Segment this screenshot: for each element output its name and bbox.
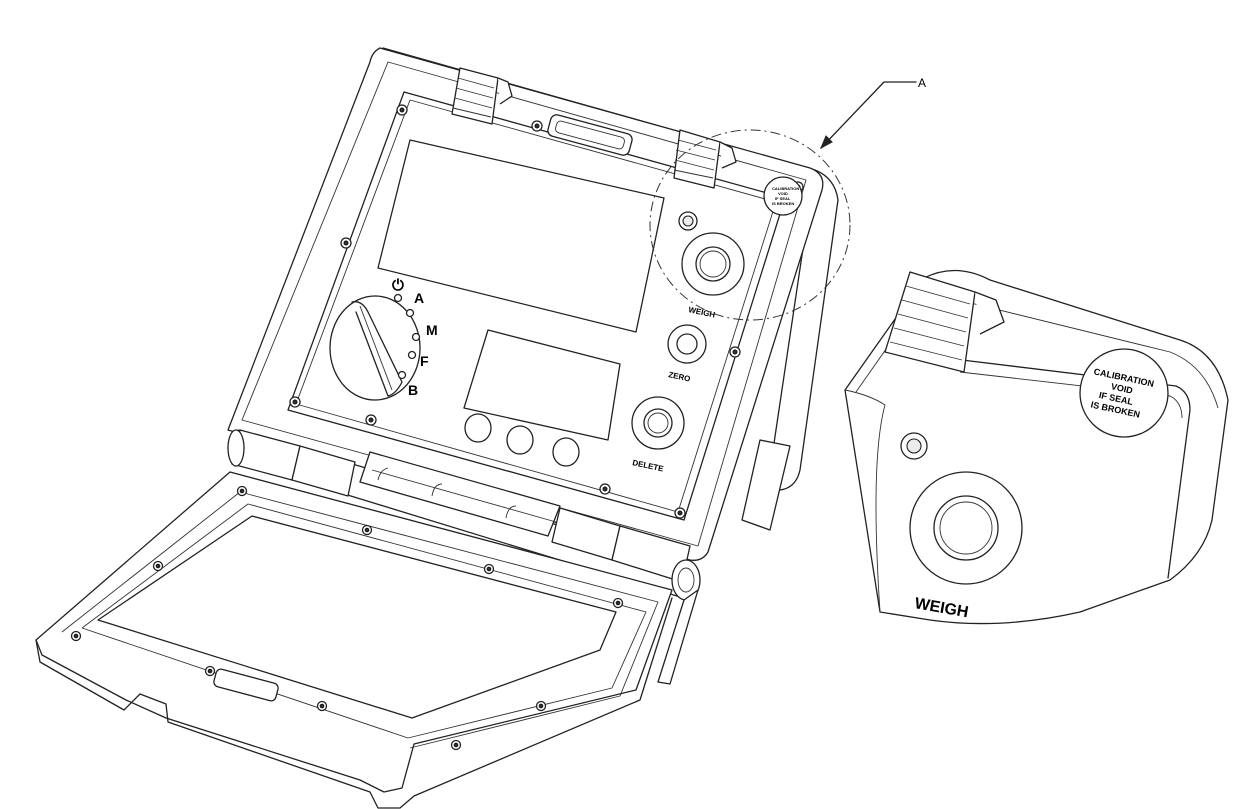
hinge <box>227 429 701 685</box>
base-handle-slot <box>213 668 279 702</box>
soft-key <box>464 413 492 443</box>
detail-callout: A <box>649 76 926 321</box>
soft-key <box>552 437 580 467</box>
soft-keys <box>464 413 580 467</box>
weigh-button: WEIGH <box>681 232 745 320</box>
handle-slot <box>547 114 633 156</box>
dial-pos-m: M <box>426 322 438 338</box>
soft-key <box>506 425 534 455</box>
seal-small-line: VOID <box>778 191 788 196</box>
mode-dial: ⏻ A M F B <box>329 277 438 401</box>
zero-button: ZERO <box>667 324 707 384</box>
seal-line-2: VOID <box>1110 381 1134 395</box>
dial-pos-a: A <box>414 290 424 306</box>
seal-sticker-small: CALIBRATION VOID IF SEAL IS BROKEN <box>763 176 803 216</box>
dial-pos-f: F <box>420 353 429 369</box>
detail-view-a: WEIGH CALIBRATION VOID IF SEAL IS BROKEN <box>844 269 1229 625</box>
dial-power-icon: ⏻ <box>392 277 404 294</box>
dial-pos-b: B <box>408 382 418 398</box>
status-led <box>678 211 698 231</box>
seal-small-line: IF SEAL <box>775 196 791 201</box>
seal-sticker-large <box>1079 348 1169 438</box>
callout-label: A <box>918 76 926 90</box>
secondary-display <box>463 329 621 441</box>
device-base <box>35 471 673 809</box>
seal-small-line: IS BROKEN <box>772 201 794 206</box>
main-display <box>377 139 665 333</box>
delete-button: DELETE <box>631 396 685 474</box>
seal-small-line: CALIBRATION <box>772 186 799 191</box>
